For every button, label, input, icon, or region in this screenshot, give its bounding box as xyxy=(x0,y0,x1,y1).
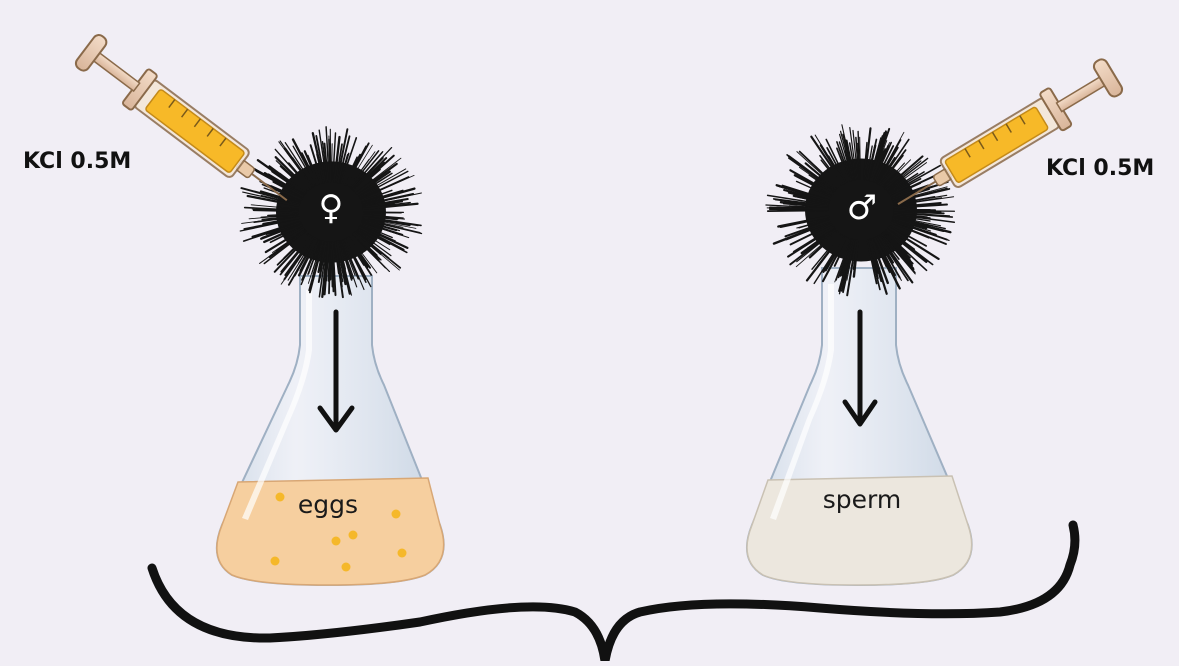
syringe-icon xyxy=(887,55,1126,223)
egg-dot xyxy=(276,493,285,502)
syringe-icon xyxy=(72,31,300,218)
egg-dot xyxy=(332,537,341,546)
egg-dot xyxy=(349,531,358,540)
egg-dot xyxy=(342,563,351,572)
male-reagent-label: KCl 0.5M xyxy=(1046,156,1154,181)
female-flask-label: eggs xyxy=(298,490,358,519)
female-flask xyxy=(217,276,444,585)
male-flask-label: sperm xyxy=(823,485,901,514)
female-symbol-icon: ♀ xyxy=(319,191,344,225)
egg-dot xyxy=(271,557,280,566)
male-flask xyxy=(747,268,972,585)
male-symbol-icon: ♂ xyxy=(847,191,877,225)
egg-dot xyxy=(392,510,401,519)
egg-dot xyxy=(398,549,407,558)
female-reagent-label: KCl 0.5M xyxy=(23,149,131,174)
